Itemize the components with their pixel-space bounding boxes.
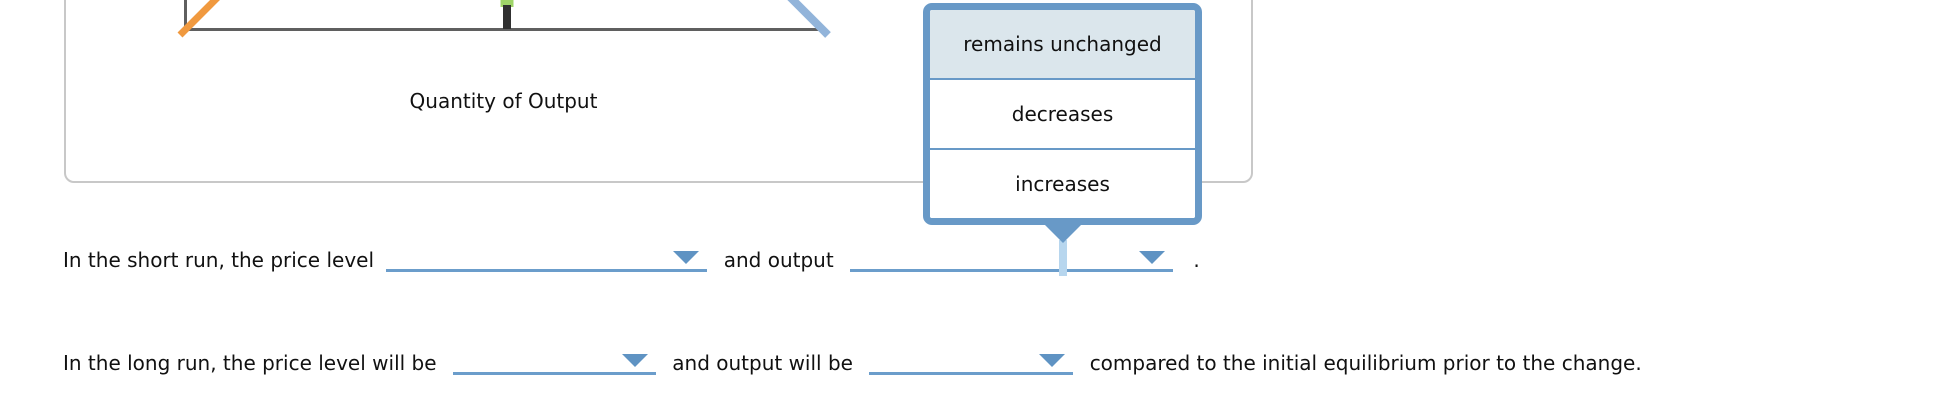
dropdown-arrow-icon[interactable] (1039, 354, 1066, 367)
long-run-text-3: compared to the initial equilibrium prio… (1089, 351, 1642, 375)
dropdown-arrow-icon[interactable] (1139, 251, 1166, 264)
dropdown-pointer-icon (1044, 224, 1082, 243)
demand-curve-segment (787, 0, 831, 38)
long-run-text-2: and output will be (672, 351, 853, 375)
x-axis-label: Quantity of Output (409, 89, 598, 113)
short-run-output-blank[interactable] (850, 247, 1174, 272)
short-run-period: . (1193, 248, 1200, 272)
long-run-price-level-blank[interactable] (452, 350, 656, 375)
dropdown-option-remains-unchanged[interactable]: remains unchanged (930, 10, 1195, 78)
dropdown-arrow-icon[interactable] (673, 251, 700, 264)
chart-plot-area (177, 0, 831, 38)
long-run-output-blank[interactable] (869, 350, 1074, 375)
long-run-sentence: In the long run, the price level will be… (63, 350, 1642, 376)
dropdown-option-increases[interactable]: increases (930, 148, 1195, 218)
short-run-text-1: In the short run, the price level (63, 248, 375, 272)
dropdown-option-decreases[interactable]: decreases (930, 78, 1195, 148)
dropdown-connector-line (1059, 240, 1067, 276)
output-dropdown-popup: remains unchanged decreases increases (923, 3, 1202, 225)
short-run-sentence: In the short run, the price level and ou… (63, 247, 1200, 273)
short-run-price-level-blank[interactable] (386, 247, 708, 272)
short-run-text-2: and output (723, 248, 834, 272)
dropdown-arrow-icon[interactable] (621, 354, 648, 367)
long-run-text-1: In the long run, the price level will be (63, 351, 437, 375)
supply-curve-segment (177, 0, 220, 38)
